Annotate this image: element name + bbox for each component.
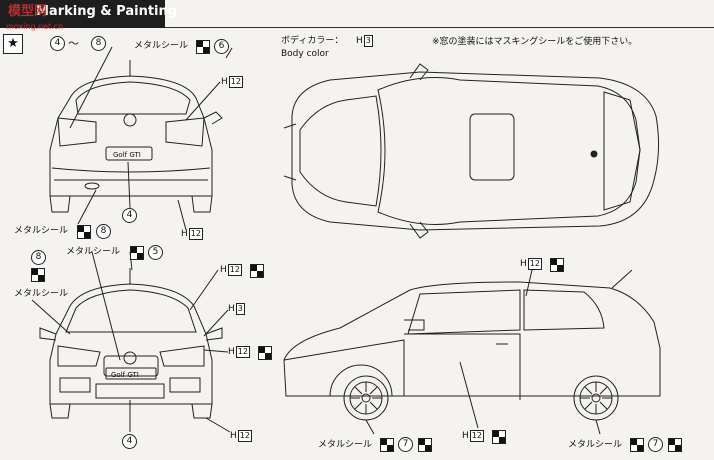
side-seal-label-right: メタルシール <box>568 440 623 450</box>
side-seal-number-7-right: 7 <box>648 437 663 452</box>
watermark-logo: 模型网 <box>8 4 48 19</box>
rear-seal-label-bottom: メタルシール <box>14 226 69 236</box>
section-header: Marking & Painting <box>0 0 177 28</box>
rear-view-drawing <box>49 60 223 213</box>
decal-icon <box>630 438 644 452</box>
top-view-drawing <box>283 63 660 239</box>
front-seal-number-4: 4 <box>122 434 137 449</box>
rear-seal-number-6: 6 <box>214 39 229 54</box>
front-view-drawing <box>39 268 223 419</box>
body-color-label-jp: ボディカラー： <box>281 36 344 46</box>
watermark-url: moxing.net.cn <box>6 22 64 31</box>
body-color-label-en: Body color <box>281 49 329 59</box>
rear-seal-number-8: 8 <box>96 224 111 239</box>
rear-seal-number-4: 4 <box>122 208 137 223</box>
decal-icon <box>258 346 272 360</box>
decal-icon <box>77 225 91 239</box>
header-rule <box>165 27 714 28</box>
front-seal-label-top: メタルシール <box>66 247 121 257</box>
legend-end-number: 8 <box>91 36 106 51</box>
decal-icon <box>550 258 564 272</box>
decal-icon <box>380 438 394 452</box>
decal-icon <box>668 438 682 452</box>
decal-icon <box>418 438 432 452</box>
front-seal-label-left: メタルシール <box>14 289 69 299</box>
decal-icon <box>196 40 210 54</box>
star-icon: ★ <box>3 34 23 54</box>
masking-note: ※窓の塗装にはマスキングシールをご使用下さい。 <box>432 37 638 47</box>
rear-seal-label-top: メタルシール <box>134 41 189 51</box>
front-seal-number-8: 8 <box>31 250 46 265</box>
rear-license-plate: Golf GTI <box>113 151 141 159</box>
front-license-plate: Golf GTI <box>111 371 139 379</box>
side-seal-label-left: メタルシール <box>318 440 373 450</box>
side-view-drawing <box>283 269 661 421</box>
decal-icon <box>250 264 264 278</box>
legend-start-number: 4 <box>50 36 65 51</box>
legend-tilde: 〜 <box>68 37 79 50</box>
side-seal-number-7-left: 7 <box>398 437 413 452</box>
decal-icon <box>130 246 144 260</box>
front-seal-number-5: 5 <box>148 245 163 260</box>
decal-icon <box>31 268 45 282</box>
decal-icon <box>492 430 506 444</box>
section-title: Marking & Painting <box>36 4 178 19</box>
